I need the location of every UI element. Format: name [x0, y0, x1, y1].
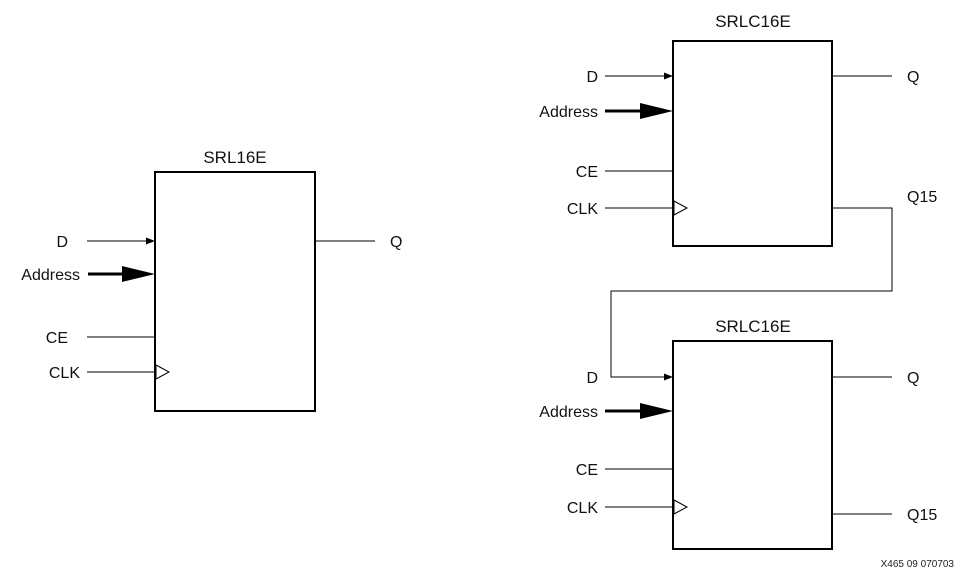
srlc16e-top-address-arrow — [640, 103, 673, 119]
srlc16e-bottom-title: SRLC16E — [715, 317, 791, 336]
srlc16e-top-title: SRLC16E — [715, 12, 791, 31]
srlc16e-top-d-arrow — [664, 72, 673, 80]
srl16e-clock-triangle-icon — [155, 364, 171, 380]
srlc16e-top-address-label: Address — [539, 104, 598, 121]
srlc16e-top-d-label: D — [586, 69, 598, 86]
srlc16e-bottom-address-arrow — [640, 403, 673, 419]
srlc16e-top-box — [672, 40, 833, 247]
srlc16e-bottom-d-label: D — [586, 370, 598, 387]
srlc16e-top-q-label: Q — [907, 69, 919, 86]
srlc16e-top-clock-triangle-icon — [673, 200, 689, 216]
srl16e-clk-label: CLK — [49, 365, 80, 382]
srl16e-q-label: Q — [390, 234, 402, 251]
srl16e-d-label: D — [56, 234, 68, 251]
srlc16e-bottom-clock-triangle-icon — [673, 499, 689, 515]
srl16e-d-arrow — [146, 237, 155, 245]
srl16e-address-label: Address — [21, 267, 80, 284]
srl16e-title: SRL16E — [203, 148, 266, 167]
srlc16e-bottom-ce-label: CE — [576, 462, 598, 479]
srlc16e-bottom-block: SRLC16E D Address CE CLK Q Q15 — [539, 317, 937, 550]
srlc16e-bottom-clk-label: CLK — [567, 500, 598, 517]
srlc16e-bottom-box — [672, 340, 833, 550]
srlc16e-bottom-address-label: Address — [539, 404, 598, 421]
cascade-q15-to-d-wire — [610, 207, 893, 378]
cascade-d-arrow — [664, 373, 673, 381]
srlc16e-top-ce-label: CE — [576, 164, 598, 181]
srlc16e-bottom-q-label: Q — [907, 370, 919, 387]
srl16e-block: SRL16E D Address CE CLK Q — [21, 148, 402, 412]
figure-id: X465 09 070703 — [881, 559, 955, 570]
srlc16e-top-clk-label: CLK — [567, 201, 598, 218]
srlc16e-top-q15-label: Q15 — [907, 189, 937, 206]
srl16e-box — [154, 171, 316, 412]
srl16e-ce-label: CE — [46, 330, 68, 347]
srlc16e-top-block: SRLC16E D Address CE CLK Q Q15 — [539, 12, 937, 247]
srl16e-address-arrow — [122, 266, 155, 282]
srlc16e-bottom-q15-label: Q15 — [907, 507, 937, 524]
